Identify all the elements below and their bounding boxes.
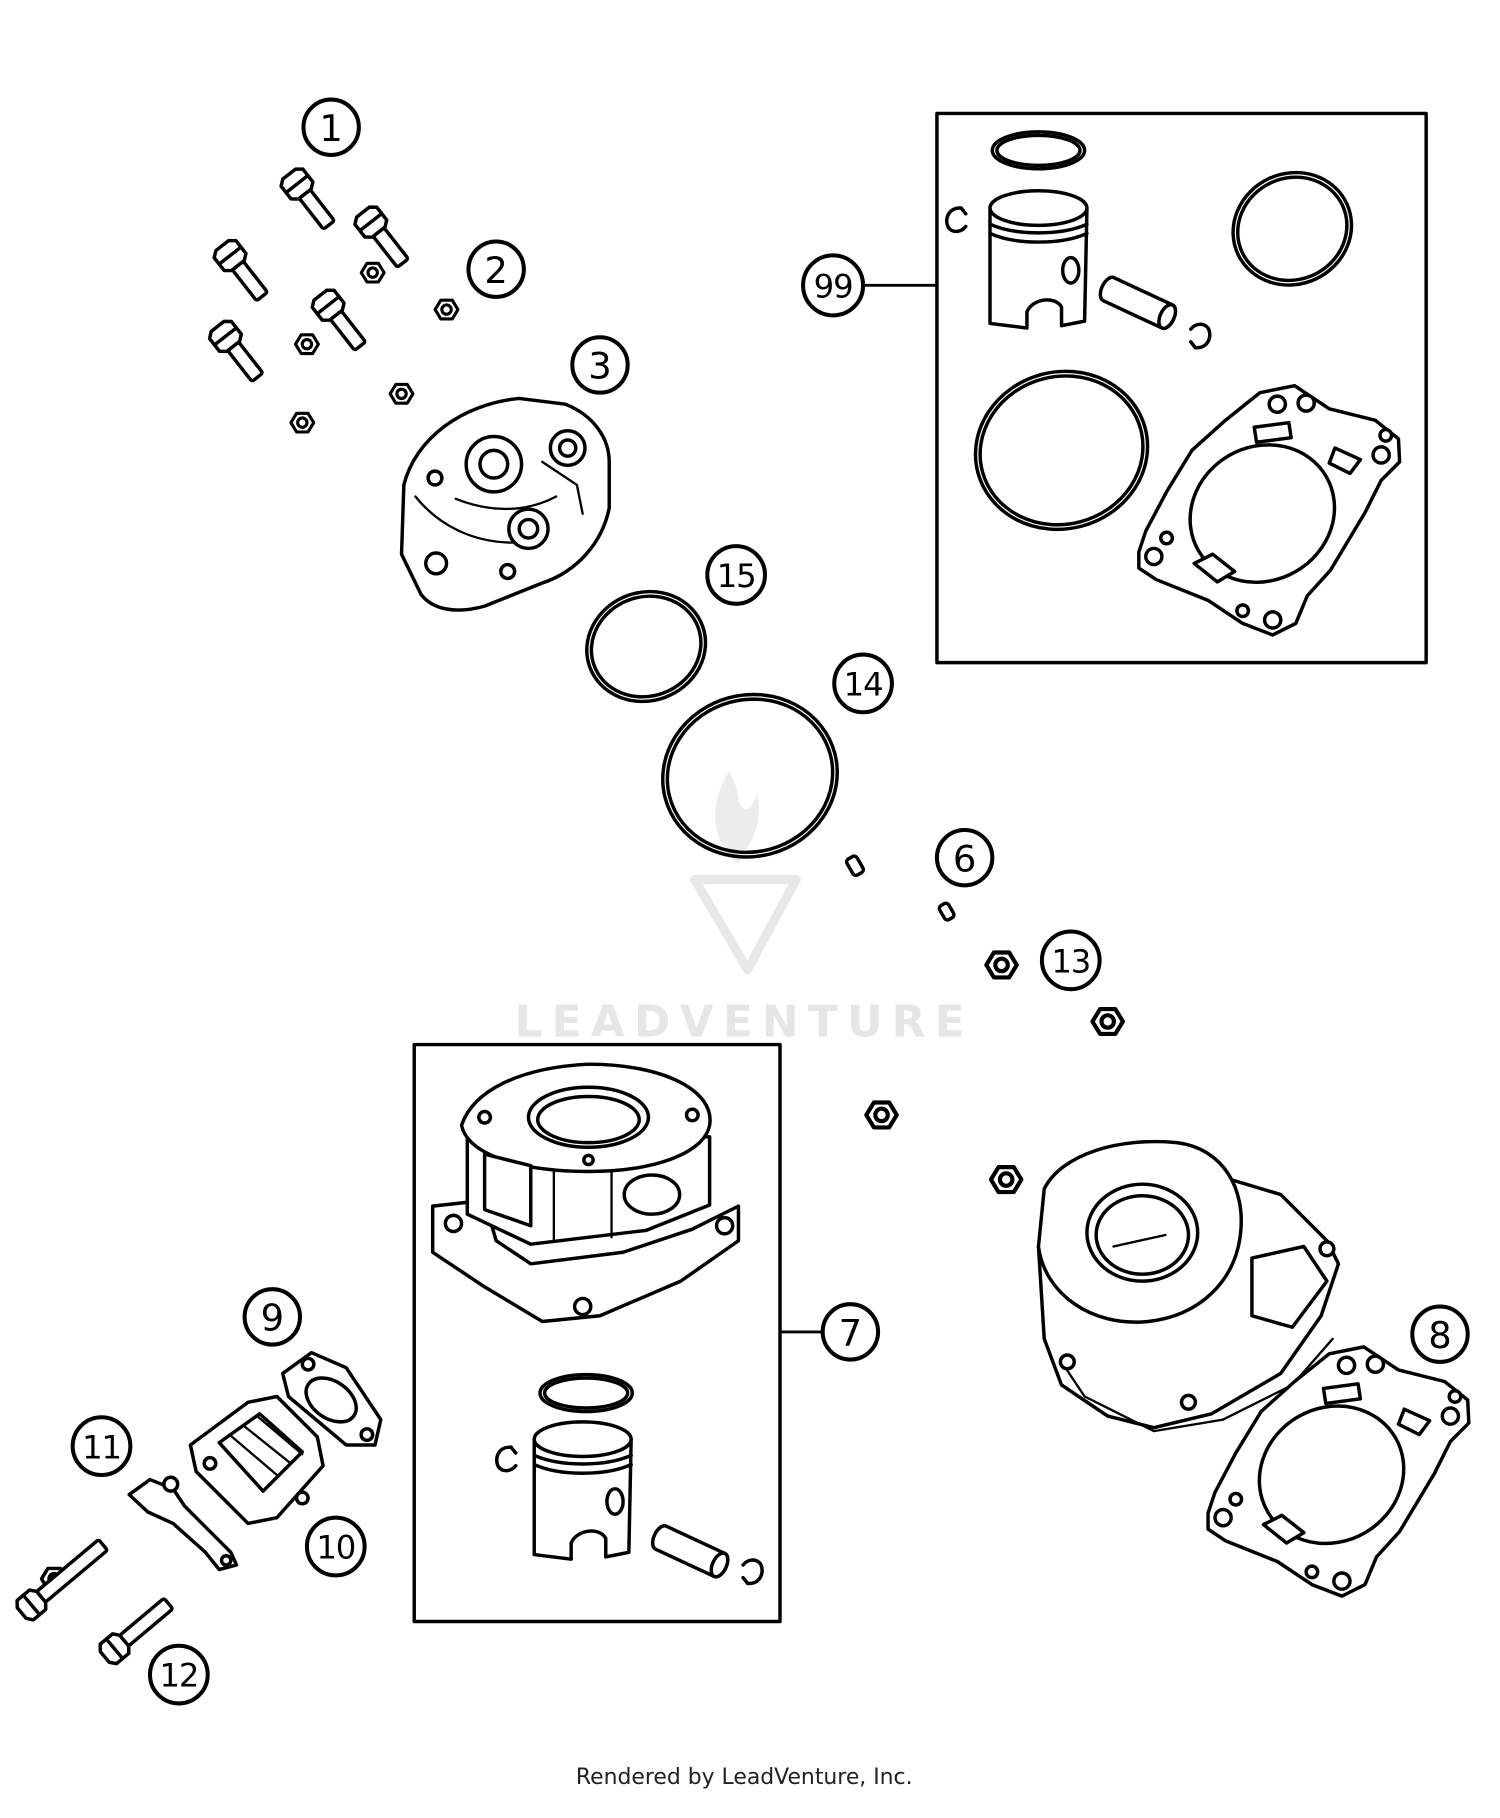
callout-label: 2 [484, 249, 507, 292]
piston-ring [538, 1372, 635, 1414]
washer [388, 382, 415, 405]
bolt [276, 163, 342, 236]
wrist-pin [1095, 273, 1181, 333]
bolt [350, 201, 416, 274]
callout-label: 6 [953, 837, 976, 880]
watermark: LEADVENTURE [515, 771, 974, 1048]
nut [866, 1103, 896, 1128]
callout-label: 8 [1428, 1314, 1451, 1357]
part-6-dowel-pins [844, 854, 956, 922]
watermark-text: LEADVENTURE [515, 997, 974, 1048]
part-10-reed-valve [188, 1394, 325, 1526]
piston [988, 189, 1089, 330]
watermark-flame-icon [715, 771, 759, 864]
nut [986, 953, 1016, 978]
washer [433, 298, 460, 321]
kit-box-7 [412, 1042, 782, 1624]
nut [1092, 1009, 1122, 1034]
callout-14[interactable]: 14 [832, 652, 894, 715]
callout-label: 14 [844, 666, 883, 704]
cylinder [430, 1062, 741, 1324]
piston-ring [990, 130, 1087, 171]
callout-13[interactable]: 13 [1039, 929, 1102, 992]
watermark-v-icon [689, 874, 801, 975]
wrist-pin [647, 1521, 733, 1582]
callout-label: 7 [839, 1312, 862, 1355]
callout-label: 12 [159, 1657, 198, 1695]
base-gasket [1137, 384, 1402, 637]
callout-12[interactable]: 12 [147, 1643, 210, 1706]
bolt [209, 235, 275, 307]
washer [359, 261, 386, 284]
callout-label: 9 [261, 1297, 284, 1340]
callout-label: 11 [82, 1428, 121, 1466]
washer [293, 333, 320, 356]
o-ring-cylinder [973, 369, 1150, 532]
part-14-o-ring [661, 692, 839, 859]
callout-15[interactable]: 15 [705, 544, 768, 606]
callout-8[interactable]: 8 [1410, 1304, 1470, 1364]
washer [289, 411, 316, 434]
piston [532, 1420, 633, 1561]
nut [991, 1167, 1021, 1192]
callout-1[interactable]: 1 [301, 97, 361, 157]
o-ring-large [1231, 170, 1354, 287]
callout-label: 10 [316, 1529, 355, 1567]
callout-2[interactable]: 2 [466, 239, 526, 299]
callout-6[interactable]: 6 [934, 827, 995, 888]
kit-box-99 [935, 111, 1428, 665]
circlip [944, 206, 968, 234]
bolt [204, 316, 271, 388]
circlip [741, 1558, 764, 1586]
callout-label: 15 [717, 557, 756, 595]
callout-11[interactable]: 11 [70, 1415, 133, 1477]
circlip [494, 1445, 518, 1473]
callout-3[interactable]: 3 [570, 335, 630, 395]
callout-label: 1 [319, 107, 342, 150]
callout-label: 3 [588, 345, 611, 388]
part-9-intake-gasket [280, 1350, 383, 1447]
callout-label: 99 [814, 268, 853, 306]
part-2-washers [289, 261, 460, 434]
callout-99[interactable]: 99 [801, 253, 866, 318]
part-3-cylinder-head [399, 396, 611, 612]
bolt [11, 1533, 113, 1625]
credit-text: Rendered by LeadVenture, Inc. [576, 1765, 913, 1790]
callout-10[interactable]: 10 [304, 1515, 367, 1578]
part-12-bolts [11, 1533, 179, 1669]
part-15-o-ring [585, 589, 708, 704]
part-11-bracket [127, 1475, 239, 1572]
callout-7[interactable]: 7 [820, 1302, 881, 1362]
callout-label: 13 [1051, 943, 1090, 981]
circlip [1189, 322, 1212, 350]
callout-9[interactable]: 9 [242, 1287, 303, 1347]
part-8-cylinder [1036, 1139, 1341, 1433]
